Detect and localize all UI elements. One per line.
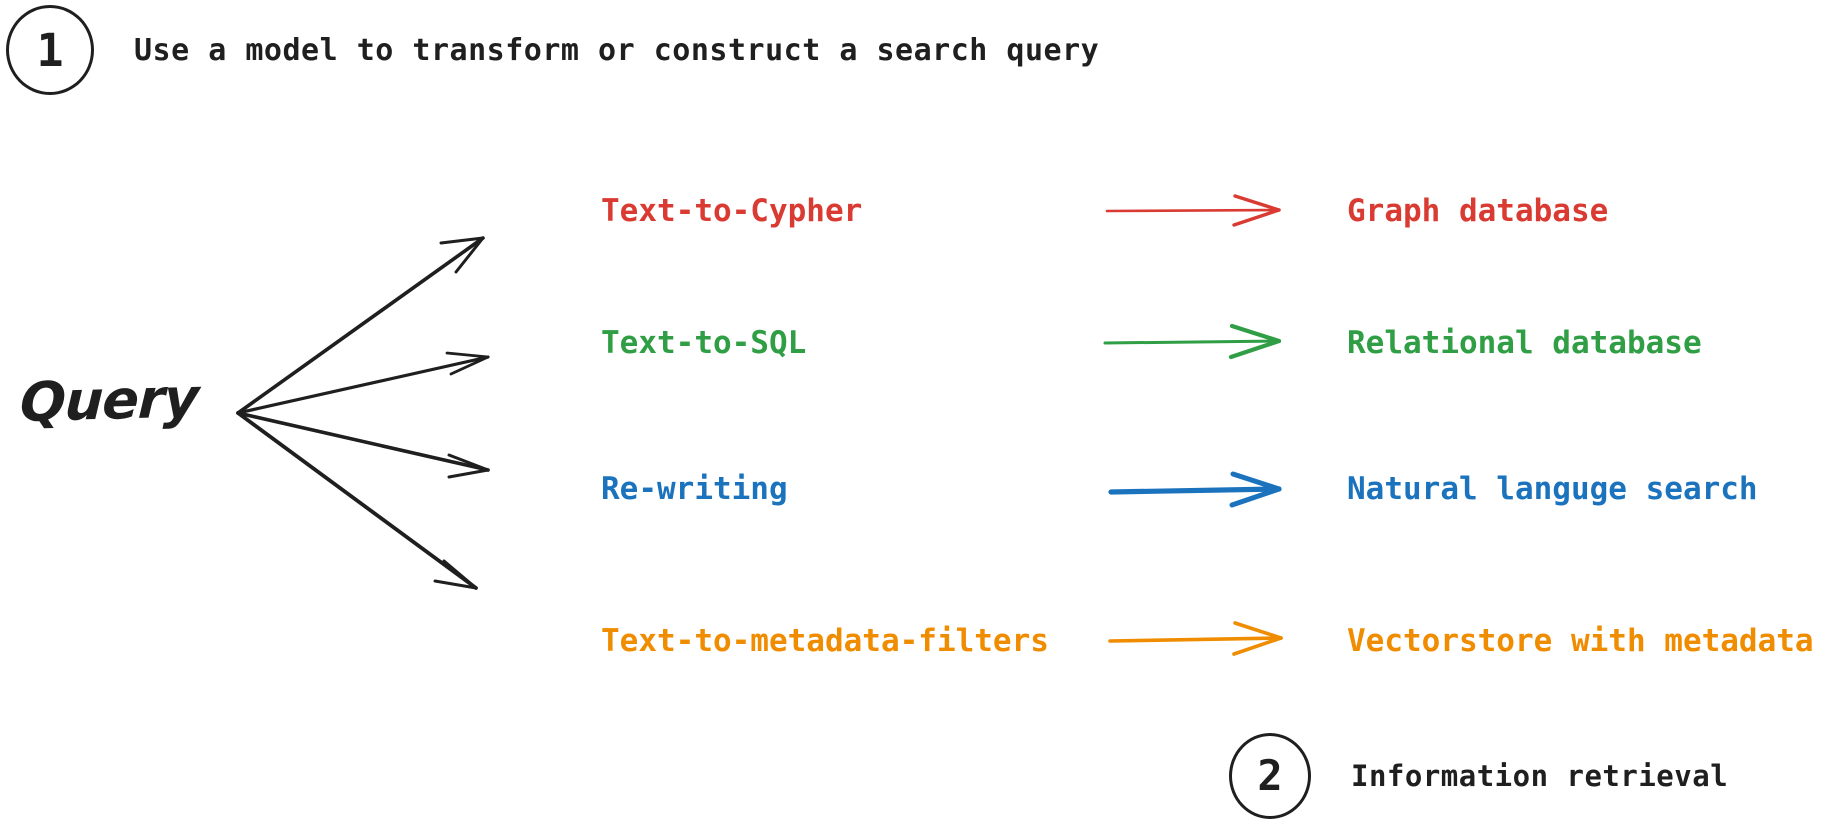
target-label-vectorstore-with-metadata: Vectorstore with metadata — [1347, 623, 1814, 659]
row-cypher: Text-to-Cypher Graph database — [0, 188, 1841, 234]
step-2-number: 2 — [1257, 751, 1283, 800]
row-sql: Text-to-SQL Relational database — [0, 320, 1841, 366]
target-label-relational-database: Relational database — [1347, 325, 1702, 361]
transform-label-sql: Text-to-SQL — [601, 325, 807, 361]
step-2-badge: 2 Information retrieval — [1229, 733, 1728, 819]
step-1-label: Use a model to transform or construct a … — [134, 32, 1100, 68]
transform-label-rewriting: Re-writing — [601, 471, 788, 507]
target-label-natural-language-search: Natural languge search — [1347, 471, 1758, 507]
step-1-number: 1 — [36, 23, 64, 77]
row-metadata: Text-to-metadata-filters Vectorstore wit… — [0, 618, 1841, 664]
step-1-badge: 1 Use a model to transform or construct … — [6, 5, 1099, 95]
query-source-label: Query — [18, 366, 200, 434]
transform-label-cypher: Text-to-Cypher — [601, 193, 863, 229]
step-2-circle: 2 — [1229, 733, 1311, 819]
step-1-circle: 1 — [6, 5, 94, 95]
retrieval-arrows — [1103, 194, 1283, 656]
transform-label-metadata-filters: Text-to-metadata-filters — [601, 623, 1049, 659]
step-2-label: Information retrieval — [1351, 759, 1729, 793]
fan-out-arrows — [236, 236, 490, 590]
row-rewrite: Re-writing Natural languge search — [0, 466, 1841, 512]
target-label-graph-database: Graph database — [1347, 193, 1609, 229]
